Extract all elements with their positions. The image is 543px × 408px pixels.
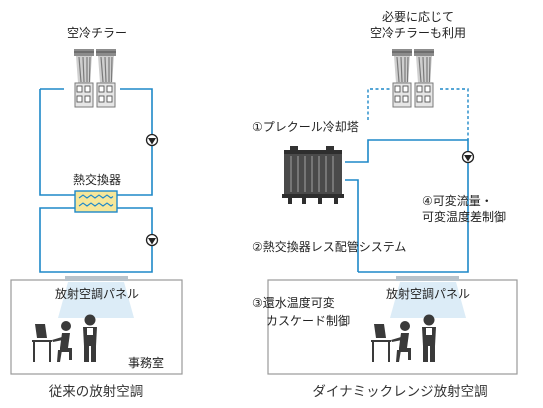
radiant-cooling-light bbox=[390, 282, 466, 318]
cooling-tower-label: ①プレクール冷却塔 bbox=[252, 120, 359, 134]
left-chiller-label: 空冷チラー bbox=[66, 26, 128, 40]
pump-icon bbox=[461, 150, 475, 164]
air-cooled-chiller-icon bbox=[391, 48, 435, 108]
lower-pipe-loop bbox=[39, 207, 153, 273]
cascade-control-line1: ③還水温度可変 bbox=[252, 296, 335, 310]
left-caption: 従来の放射空調 bbox=[48, 384, 144, 400]
radiant-panel bbox=[65, 276, 128, 281]
chiller-note-line1: 必要に応じて bbox=[381, 10, 455, 24]
radiant-panel bbox=[396, 276, 459, 281]
optional-chiller-pipe bbox=[367, 88, 469, 140]
return-pipe bbox=[345, 179, 359, 272]
cooling-tower-icon bbox=[282, 146, 344, 204]
variable-flow-line2: 可変温度差制御 bbox=[422, 210, 507, 224]
no-heat-exchanger-label: ②熱交換器レス配管システム bbox=[252, 240, 407, 254]
heat-exchanger-icon bbox=[74, 190, 118, 213]
right-panel-label: 放射空調パネル bbox=[385, 287, 471, 301]
heat-exchanger-label: 熱交換器 bbox=[72, 173, 122, 187]
main-pipe-loop bbox=[345, 139, 469, 273]
right-system bbox=[267, 48, 518, 375]
left-system bbox=[10, 48, 183, 375]
office-room bbox=[267, 279, 518, 375]
right-caption: ダイナミックレンジ放射空調 bbox=[312, 384, 488, 400]
pump-icon bbox=[145, 233, 159, 247]
room-label: 事務室 bbox=[128, 356, 165, 370]
chiller-note-line2: 空冷チラーも利用 bbox=[369, 26, 467, 40]
radiant-cooling-light bbox=[58, 282, 134, 318]
variable-flow-line1: ④可変流量・ bbox=[422, 194, 493, 208]
pump-icon bbox=[145, 133, 159, 147]
cascade-control-line2: カスケード制御 bbox=[266, 314, 351, 328]
left-panel-label: 放射空調パネル bbox=[54, 287, 140, 301]
air-cooled-chiller-icon bbox=[73, 48, 117, 108]
